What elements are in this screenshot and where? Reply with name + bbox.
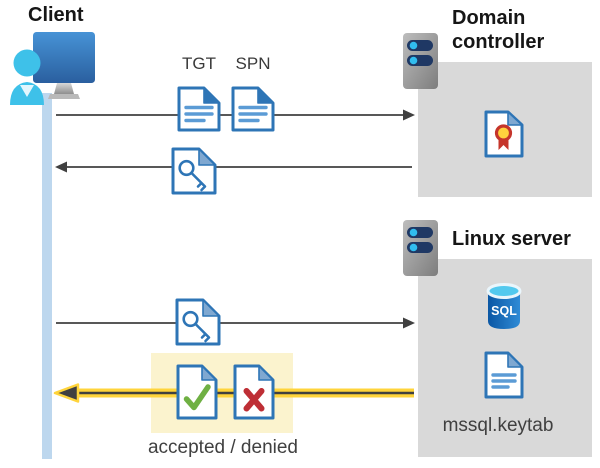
keytab-document-icon [484,351,524,399]
key-ticket-document-icon [175,298,221,346]
accepted-check-document-icon [176,364,218,420]
linux-server-title: Linux server [452,228,571,250]
denied-cross-document-icon [233,364,275,420]
certificate-document-icon [484,110,524,158]
spn-ticket-document-icon [231,86,275,132]
linux-server-icon [403,220,438,276]
sql-database-icon: SQL [486,283,522,329]
client-user-monitor-icon [10,32,95,105]
service-request-arrow [56,317,415,329]
domain-controller-title: Domain controller [452,7,545,53]
sql-icon-label: SQL [491,304,517,318]
key-ticket-document-icon [171,147,217,195]
client-title: Client [28,4,84,26]
tgt-ticket-document-icon [177,86,221,132]
domain-controller-server-icon [403,33,438,89]
client-lifeline [42,93,52,459]
spn-label: SPN [235,54,271,73]
ticket-response-arrow [55,161,412,173]
ticket-request-arrow [56,109,415,121]
result-label: accepted / denied [147,437,298,458]
tgt-label: TGT [182,54,216,73]
keytab-label: mssql.keytab [442,415,554,436]
